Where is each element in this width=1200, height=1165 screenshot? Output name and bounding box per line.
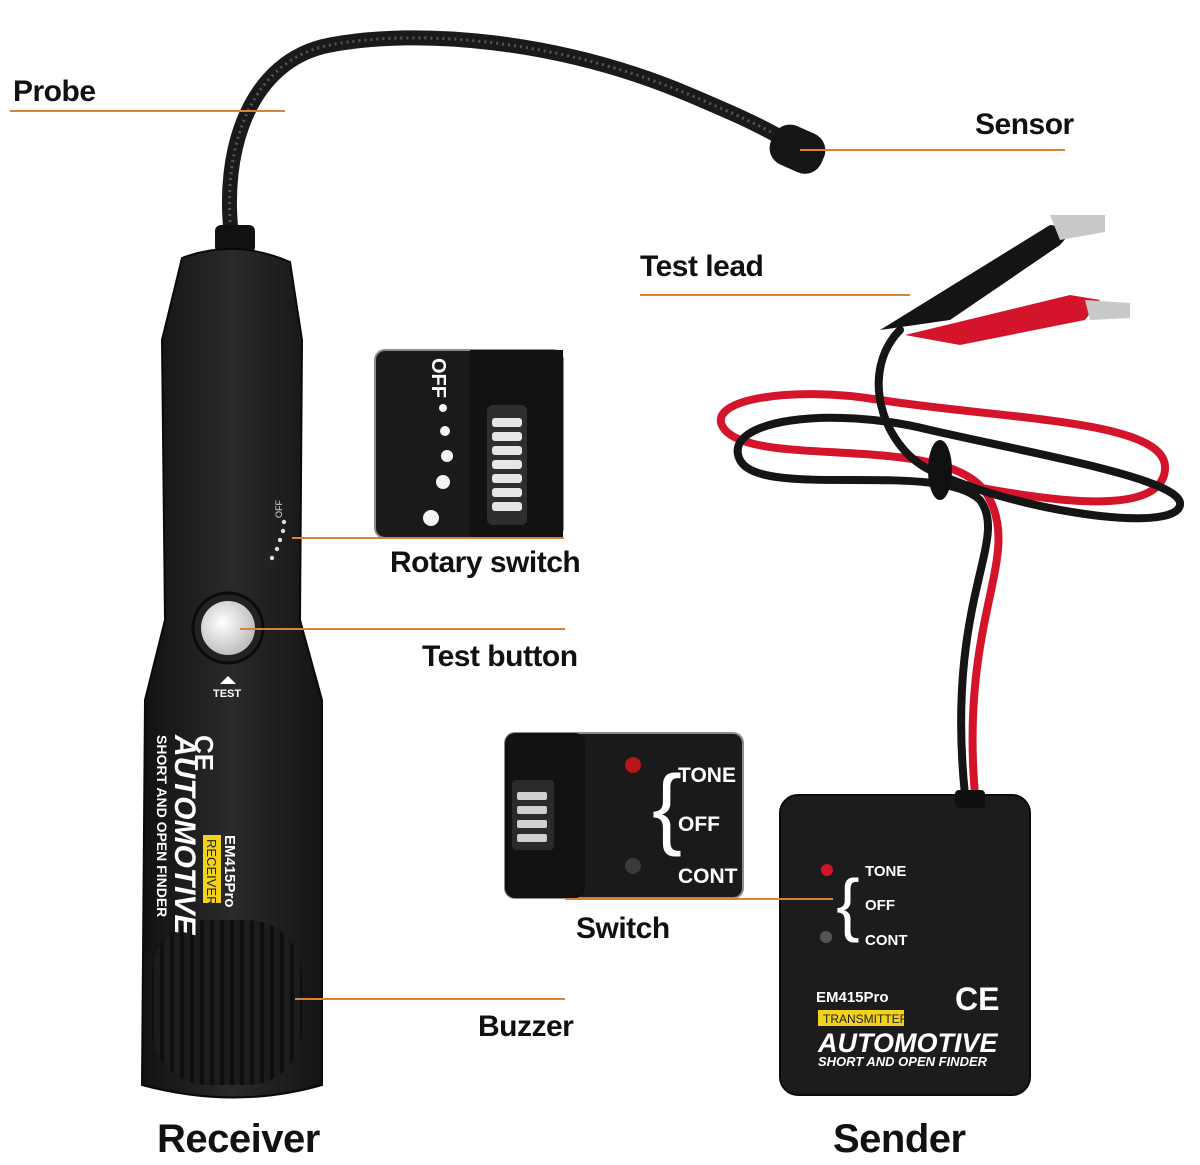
probe-gooseneck (215, 30, 826, 253)
receiver-print: CE AUTOMOTIVE SHORT AND OPEN FINDER EM41… (154, 734, 238, 935)
rotary-zoom-panel (374, 349, 564, 539)
rx-role-text: RECEIVER (204, 839, 219, 905)
rz-off-text: OFF (427, 358, 449, 398)
sensor-callout-line (800, 149, 1065, 151)
sz-cont-text: CONT (678, 865, 738, 888)
svg-text:{: { (836, 865, 859, 943)
buzzer-label: Buzzer (478, 1010, 574, 1043)
switch-callout-line (565, 898, 833, 900)
sz-tone-text: TONE (678, 764, 736, 787)
rotary-switch-label: Rotary switch (390, 546, 581, 579)
tx-model-text: EM415Pro (816, 989, 889, 1006)
sensor-tip (769, 124, 826, 174)
tx-brand-text: AUTOMOTIVE (817, 1028, 998, 1058)
black-alligator-clip (880, 225, 1075, 330)
svg-text:{: { (652, 758, 682, 858)
switch-zoom-panel: { (504, 732, 744, 899)
test-lead-label: Test lead (640, 250, 764, 283)
buzzer-grill (152, 920, 302, 1085)
tx-off-text: OFF (865, 897, 895, 914)
test-leads (716, 215, 1184, 799)
rx-off-text: OFF (274, 500, 284, 518)
tx-ce-text: CE (955, 981, 999, 1017)
test-lead-callout-line (640, 294, 910, 296)
probe-callout-line (10, 110, 285, 112)
receiver-caption: Receiver (157, 1117, 320, 1161)
tx-tag-text: SHORT AND OPEN FINDER (818, 1054, 988, 1069)
sz-off-text: OFF (678, 813, 720, 836)
buzzer-callout-line (295, 998, 565, 1000)
test-button (201, 601, 255, 655)
test-button-callout-line (240, 628, 565, 630)
probe-label: Probe (13, 75, 96, 108)
test-button-label: Test button (422, 640, 578, 673)
sender-device: { (779, 790, 1031, 1096)
rx-tag-text: SHORT AND OPEN FINDER (154, 735, 170, 917)
rx-brand-text: AUTOMOTIVE (168, 734, 201, 935)
tx-role-text: TRANSMITTER (823, 1012, 909, 1026)
sender-caption: Sender (833, 1117, 966, 1161)
rx-ce-text: CE (189, 735, 219, 771)
switch-label: Switch (576, 912, 670, 945)
rx-test-text: TEST (213, 688, 241, 700)
receiver-device (140, 247, 323, 1099)
tx-cont-text: CONT (865, 932, 908, 949)
tx-tone-text: TONE (865, 863, 906, 880)
rx-model-text: EM415Pro (221, 835, 238, 908)
rotary-switch-callout-line (292, 537, 564, 539)
transmitter-badge (818, 1010, 904, 1026)
sensor-label: Sensor (975, 108, 1074, 141)
red-alligator-clip (905, 295, 1100, 345)
